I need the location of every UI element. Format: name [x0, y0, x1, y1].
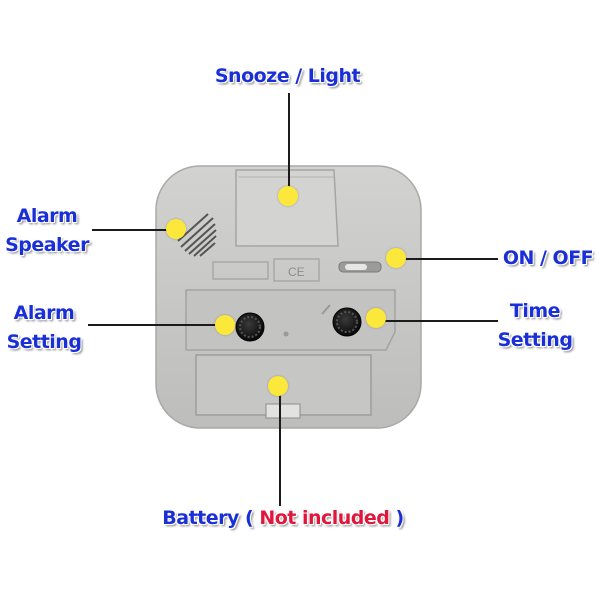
- alarm-setting-line2: Setting: [6, 331, 82, 353]
- on-off-text: ON / OFF: [502, 247, 594, 269]
- alarm-setting-line1: Alarm: [13, 302, 75, 324]
- on-off-label: ON / OFF: [496, 244, 600, 273]
- label-area: [212, 261, 269, 280]
- snooze-connector-line: [288, 93, 290, 191]
- battery-marker-dot: [268, 376, 288, 396]
- time-setting-knob[interactable]: [332, 307, 362, 337]
- speaker-marker-dot: [166, 219, 186, 239]
- power-switch[interactable]: [345, 264, 367, 270]
- speaker-connector-line: [92, 229, 178, 231]
- alarm-setting-connector-line: [88, 324, 226, 326]
- alarm-setting-knob[interactable]: [235, 312, 265, 342]
- ce-mark: CE: [288, 265, 305, 279]
- battery-suffix-text: ): [395, 507, 405, 529]
- onoff-connector-line: [398, 258, 498, 260]
- ce-box: [273, 258, 320, 282]
- onoff-marker-dot: [386, 248, 406, 268]
- time-setting-marker-dot: [366, 308, 386, 328]
- time-setting-line1: Time: [509, 300, 561, 322]
- time-setting-connector-line: [376, 320, 498, 322]
- alarm-setting-marker-dot: [215, 315, 235, 335]
- battery-label: Battery ( Not included ): [140, 504, 426, 533]
- alarm-setting-label: Alarm Setting: [0, 299, 88, 357]
- snooze-light-text: Snooze / Light: [214, 65, 361, 87]
- alarm-speaker-line1: Alarm: [16, 205, 78, 227]
- battery-prefix-text: Battery (: [162, 507, 254, 529]
- alarm-speaker-label: Alarm Speaker: [0, 202, 94, 260]
- snooze-marker-dot: [278, 186, 298, 206]
- snooze-light-label: Snooze / Light: [200, 62, 375, 91]
- speaker-grille: [177, 213, 217, 257]
- battery-latch[interactable]: [265, 403, 301, 419]
- battery-not-included-text: Not included: [259, 507, 390, 529]
- time-setting-line2: Setting: [497, 329, 573, 351]
- alarm-speaker-line2: Speaker: [5, 234, 89, 256]
- snooze-button: [235, 169, 339, 247]
- battery-connector-line: [279, 386, 281, 506]
- time-setting-label: Time Setting: [490, 297, 580, 355]
